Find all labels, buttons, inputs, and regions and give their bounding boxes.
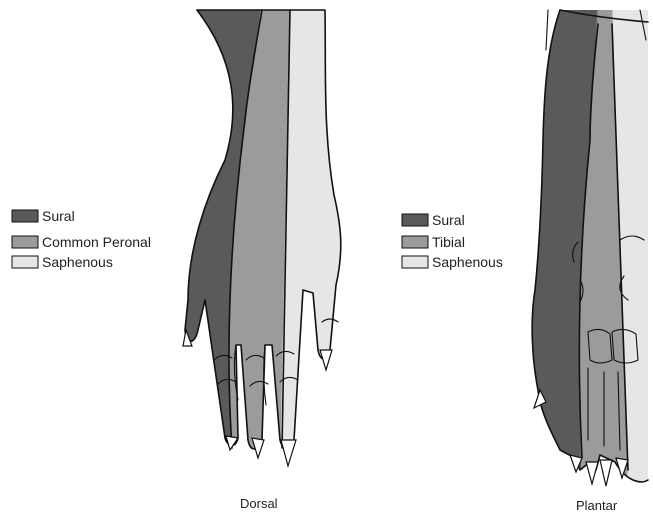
dorsal-paw	[180, 0, 360, 470]
plantar-legend: Sural Tibial Saphenous	[402, 212, 503, 270]
plantar-claw	[586, 462, 598, 484]
plantar-paw	[525, 0, 653, 490]
plantar-legend-swatch-tibial	[402, 236, 428, 248]
dorsal-legend-swatch-saphenous	[12, 256, 38, 268]
dorsal-legend-label-common-peronal: Common Peronal	[42, 234, 151, 250]
dorsal-claw	[281, 440, 296, 466]
plantar-legend-label-saphenous: Saphenous	[432, 254, 503, 270]
dorsal-legend-label-sural: Sural	[42, 208, 75, 224]
plantar-caption: Plantar	[576, 498, 618, 513]
dorsal-legend: Sural Common Peronal Saphenous	[12, 208, 151, 270]
dorsal-legend-swatch-sural	[12, 210, 38, 222]
plantar-claw	[600, 460, 612, 486]
dorsal-caption: Dorsal	[240, 496, 278, 511]
plantar-legend-swatch-saphenous	[402, 256, 428, 268]
dorsal-legend-label-saphenous: Saphenous	[42, 254, 113, 270]
dorsal-claw	[320, 350, 332, 370]
dorsal-legend-swatch-common-peronal	[12, 236, 38, 248]
dorsal-region-saphenous	[280, 0, 360, 470]
plantar-legend-swatch-sural	[402, 214, 428, 226]
plantar-legend-label-sural: Sural	[432, 212, 465, 228]
plantar-legend-label-tibial: Tibial	[432, 234, 465, 250]
